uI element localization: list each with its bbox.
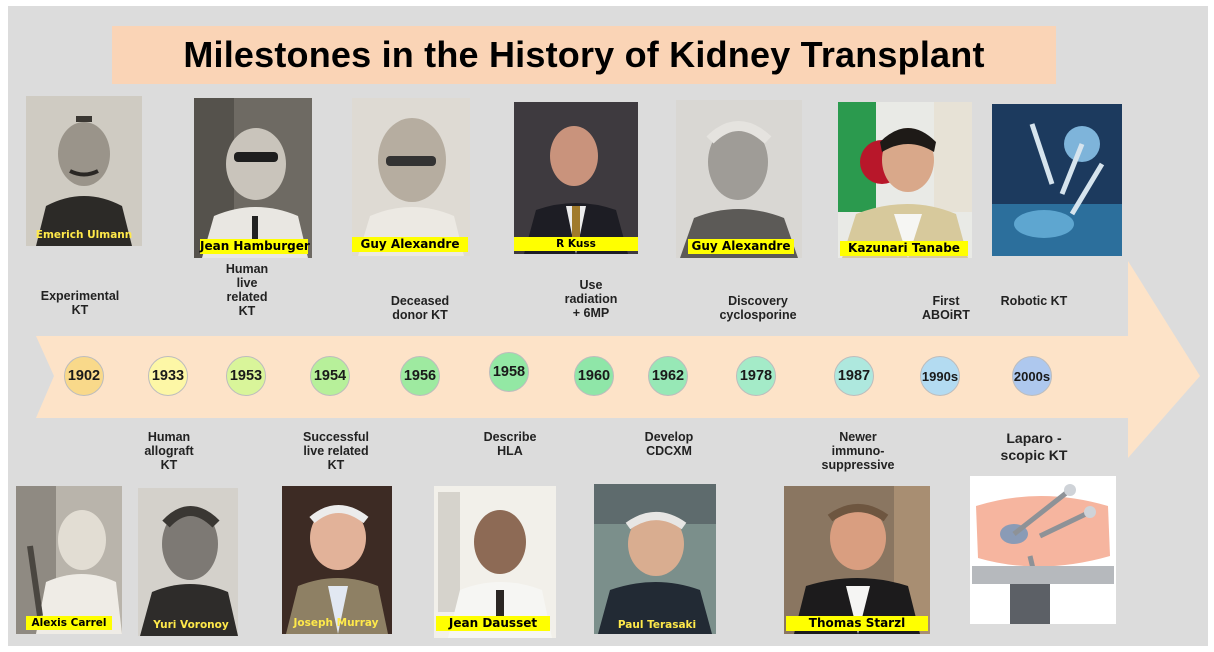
portrait-photo <box>352 98 470 256</box>
title-banner: Milestones in the History of Kidney Tran… <box>112 26 1056 84</box>
event-label-2000s: Robotic KT <box>988 294 1080 308</box>
event-label-1987: Newer immuno- suppressive <box>812 430 904 472</box>
year-marker-1954: 1954 <box>310 356 350 396</box>
portrait-photo <box>838 102 972 258</box>
portrait-photo <box>194 98 312 258</box>
year-marker-1956: 1956 <box>400 356 440 396</box>
year-marker-1933: 1933 <box>148 356 188 396</box>
event-label-1902: Experimental KT <box>34 289 126 317</box>
photo-caption: Alexis Carrel <box>26 616 112 630</box>
year-marker-1987: 1987 <box>834 356 874 396</box>
event-label-1933: Human allograft KT <box>134 430 204 472</box>
photo-caption: Guy Alexandre <box>688 239 794 254</box>
year-marker-1958: 1958 <box>489 352 529 392</box>
page-title: Milestones in the History of Kidney Tran… <box>183 34 984 76</box>
event-label-1978: Discovery cyclosporine <box>708 294 808 322</box>
robotic-surgery-photo <box>992 104 1122 256</box>
portrait-photo <box>138 488 238 636</box>
photo-caption: Joseph Murray <box>284 616 388 630</box>
event-label-1956: Deceased donor KT <box>374 294 466 322</box>
photo-caption: Jean Dausset <box>436 616 550 631</box>
event-label-1960: Use radiation + 6MP <box>552 278 630 320</box>
year-marker-1978: 1978 <box>736 356 776 396</box>
photo-caption: Yuri Voronoy <box>148 618 234 632</box>
event-label-1962: Develop CDCXM <box>632 430 706 458</box>
event-label-1954: Successful live related KT <box>290 430 382 472</box>
year-marker-1960: 1960 <box>574 356 614 396</box>
photo-caption: Guy Alexandre <box>352 237 468 252</box>
portrait-photo <box>676 100 802 258</box>
photo-caption: R Kuss <box>514 237 638 251</box>
event-label-1990s: First ABOiRT <box>910 294 982 322</box>
photo-caption: Kazunari Tanabe <box>840 241 968 256</box>
portrait-photo <box>26 96 142 246</box>
portrait-photo <box>514 102 638 254</box>
year-marker-1962: 1962 <box>648 356 688 396</box>
portrait-photo <box>16 486 122 634</box>
photo-caption: Jean Hamburger <box>200 239 308 254</box>
year-marker-2000s: 2000s <box>1012 356 1052 396</box>
year-marker-1953: 1953 <box>226 356 266 396</box>
photo-caption: Emerich Ulmann <box>34 228 134 242</box>
photo-caption: Thomas Starzl <box>786 616 928 631</box>
diagram-canvas: Milestones in the History of Kidney Tran… <box>8 6 1208 646</box>
year-marker-1902: 1902 <box>64 356 104 396</box>
portrait-photo <box>594 484 716 634</box>
portrait-photo <box>784 486 930 634</box>
portrait-photo <box>282 486 392 634</box>
event-label-laparoscopic: Laparo - scopic KT <box>988 430 1080 464</box>
event-label-1953: Human live related KT <box>212 262 282 318</box>
event-label-1958: Describe HLA <box>470 430 550 458</box>
laparoscopic-illustration <box>970 476 1116 624</box>
photo-caption: Paul Terasaki <box>612 618 702 632</box>
year-marker-1990s: 1990s <box>920 356 960 396</box>
